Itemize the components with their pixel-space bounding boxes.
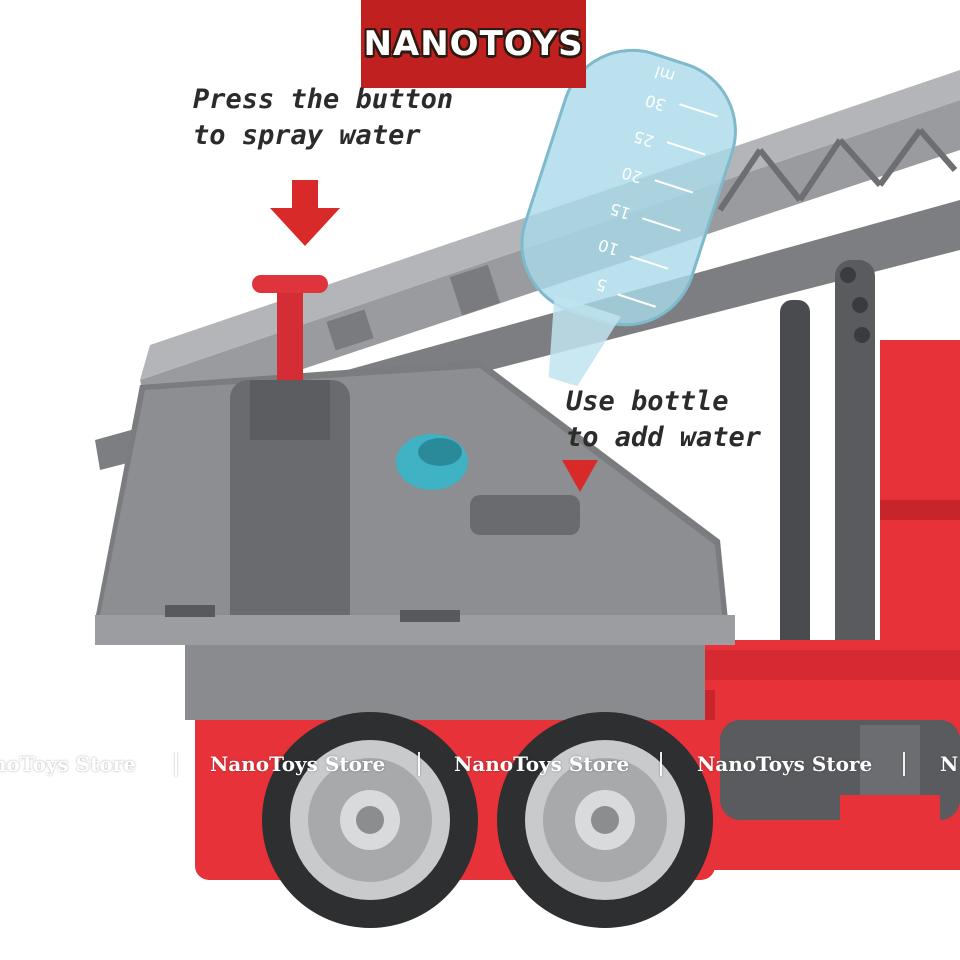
spray-instruction-line1: Press the button [193,84,454,115]
brand-logo: NANOTOYS [361,0,586,88]
exhaust-pipes [780,260,875,670]
watermark-text: noToys Store [0,752,136,776]
bottle-mark: 5 [594,274,610,295]
watermark-text: NanoToys Store [697,752,873,776]
bottle-mark: 20 [619,163,644,187]
arrow-down-small-icon [562,460,598,492]
spray-button [252,275,328,380]
watermark-row: noToys Store NanoToys Store NanoToys Sto… [0,752,960,782]
spray-instruction: Press the button to spray water [193,82,453,154]
watermark-text: NanoToys Store [454,752,630,776]
bottle-instruction-line1: Use bottle [566,386,729,417]
spray-instruction-line2: to spray water [193,120,421,151]
rear-wheel [497,712,713,928]
bottle-mark: 15 [608,199,633,223]
watermark-separator [660,752,662,776]
bottle-instruction: Use bottle to add water [566,384,761,456]
side-cylinder [720,720,960,865]
measuring-bottle [520,48,737,387]
brand-logo-text: NANOTOYS [363,24,584,64]
funnel-cap-icon [396,434,468,490]
watermark-separator [175,752,177,776]
bottle-instruction-line2: to add water [566,422,762,453]
watermark-separator [903,752,905,776]
watermark-text: NanoToys Store [210,752,386,776]
front-wheel [262,712,478,928]
arrow-down-icon [270,180,340,246]
bottle-mark: 25 [631,127,656,151]
water-tank [95,360,735,720]
watermark-separator [418,752,420,776]
bottle-mark: 30 [643,90,668,114]
bottle-unit-label: ml [652,62,677,86]
bottle-mark: 10 [596,235,621,259]
watermark-text: N [940,752,959,776]
